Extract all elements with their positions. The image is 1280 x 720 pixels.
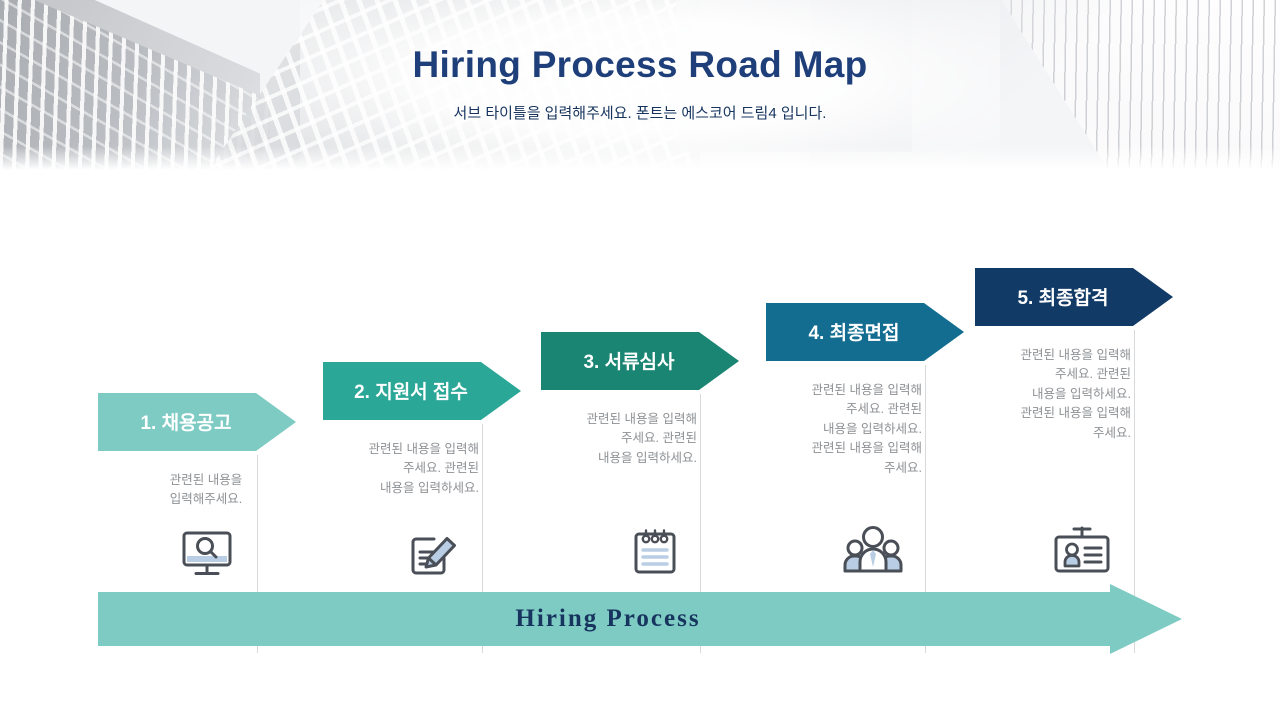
step-3-divider <box>700 394 701 653</box>
page-subtitle: 서브 타이틀을 입력해주세요. 폰트는 에스코어 드림4 입니다. <box>453 105 827 122</box>
step-4-divider <box>925 365 926 653</box>
id-badge-icon <box>1051 523 1110 579</box>
header-bottom-fade <box>0 146 1280 172</box>
step-1-divider <box>257 455 258 653</box>
page-title: Hiring Process Road Map <box>412 44 868 85</box>
banner-body <box>98 592 1118 646</box>
step-2-divider <box>482 424 483 653</box>
step-4-label: 4. 최종면접 <box>808 322 900 344</box>
notepad-icon <box>627 523 683 579</box>
step-1-chevron[interactable]: 1. 채용공고 <box>98 393 296 451</box>
header-banner: Hiring Process Road Map 서브 타이틀을 입력해주세요. … <box>0 0 1280 172</box>
step-3-chevron[interactable]: 3. 서류심사 <box>541 332 739 390</box>
monitor-search-icon <box>179 525 235 581</box>
step-2-label: 2. 지원서 접수 <box>354 381 468 403</box>
step-3-description: 관련된 내용을 입력해 주세요. 관련된 내용을 입력하세요. <box>586 412 697 465</box>
step-2-description: 관련된 내용을 입력해 주세요. 관련된 내용을 입력하세요. <box>368 442 479 495</box>
step-5-divider <box>1134 330 1135 653</box>
hiring-process-banner[interactable]: Hiring Process <box>98 584 1182 654</box>
step-4-chevron[interactable]: 4. 최종면접 <box>766 303 964 361</box>
banner-arrowhead-icon <box>1110 584 1182 654</box>
step-1-label: 1. 채용공고 <box>140 412 232 434</box>
people-group-icon <box>842 523 903 579</box>
step-5-description: 관련된 내용을 입력해 주세요. 관련된 내용을 입력하세요. 관련된 내용을 … <box>1020 348 1131 440</box>
step-5-chevron[interactable]: 5. 최종합격 <box>975 268 1173 326</box>
step-4-description: 관련된 내용을 입력해 주세요. 관련된 내용을 입력하세요. 관련된 내용을 … <box>811 383 922 475</box>
step-2-chevron[interactable]: 2. 지원서 접수 <box>323 362 521 420</box>
step-3-label: 3. 서류심사 <box>583 351 675 373</box>
header-white-wash <box>300 0 1000 172</box>
banner-label: Hiring Process <box>515 605 701 632</box>
note-pencil-icon <box>404 525 460 581</box>
step-5-label: 5. 최종합격 <box>1017 287 1109 309</box>
step-1-description: 관련된 내용을 입력해주세요. <box>169 473 243 507</box>
